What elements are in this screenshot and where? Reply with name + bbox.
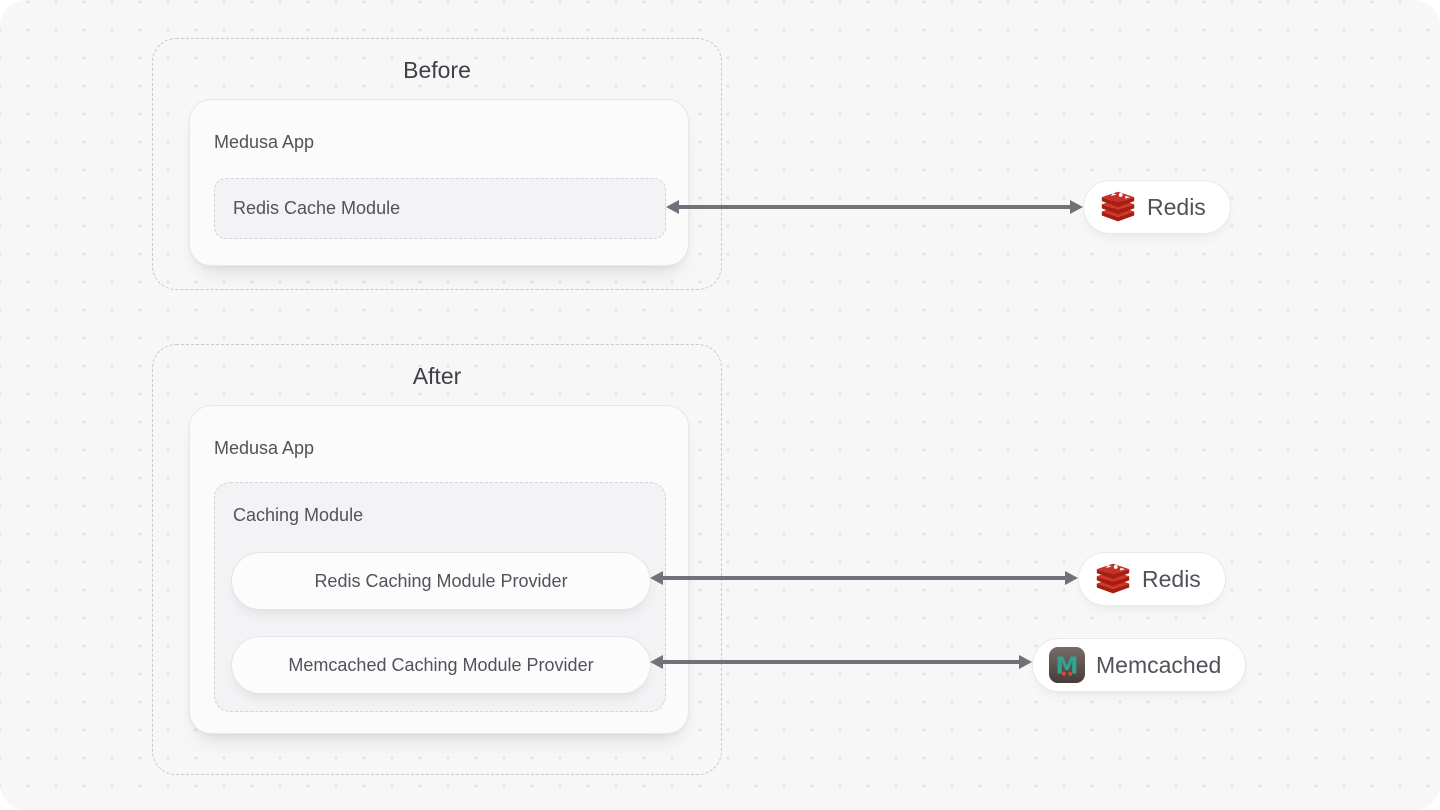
svg-text:M: M (1056, 654, 1079, 680)
arrowhead-left-icon (666, 200, 679, 214)
medusa-app-label-after: Medusa App (214, 438, 315, 458)
arrow-line (663, 660, 1019, 664)
arrow-after-redis (650, 571, 1078, 585)
medusa-app-label-before: Medusa App (214, 132, 315, 152)
memcached-provider-pill: Memcached Caching Module Provider (231, 636, 651, 694)
redis-node-before: Redis (1083, 180, 1231, 234)
redis-node-after: Redis (1078, 552, 1226, 606)
redis-cache-module-box: Redis Cache Module (214, 178, 666, 239)
arrow-before-redis (666, 200, 1083, 214)
before-title: Before (403, 57, 471, 83)
memcached-provider-label: Memcached Caching Module Provider (288, 654, 594, 675)
redis-cache-module-label: Redis Cache Module (233, 198, 401, 218)
arrow-line (679, 205, 1070, 209)
redis-node-label-after: Redis (1142, 565, 1201, 592)
arrowhead-right-icon (1065, 571, 1078, 585)
arrowhead-left-icon (650, 571, 663, 585)
redis-provider-pill: Redis Caching Module Provider (231, 552, 651, 610)
medusa-app-card-before: Medusa App Redis Cache Module (189, 99, 689, 266)
arrowhead-left-icon (650, 655, 663, 669)
memcached-node-label: Memcached (1096, 651, 1222, 678)
after-title: After (412, 363, 462, 389)
memcached-logo-icon: M (1049, 647, 1085, 683)
medusa-app-card-after: Medusa App Caching Module Redis Caching … (189, 405, 689, 734)
memcached-node: M Memcached (1032, 638, 1247, 692)
redis-node-label-before: Redis (1147, 193, 1206, 220)
after-group: After Medusa App Caching Module Redis Ca… (152, 344, 722, 775)
redis-provider-label: Redis Caching Module Provider (314, 570, 568, 591)
caching-module-label: Caching Module (233, 505, 364, 525)
arrow-line (663, 576, 1065, 580)
redis-logo-icon (1100, 191, 1136, 223)
caching-module-box: Caching Module Redis Caching Module Prov… (214, 482, 666, 712)
redis-logo-icon (1095, 563, 1131, 595)
arrowhead-right-icon (1019, 655, 1032, 669)
before-group: Before Medusa App Redis Cache Module (152, 38, 722, 290)
arrowhead-right-icon (1070, 200, 1083, 214)
arrow-after-memcached (650, 655, 1032, 669)
